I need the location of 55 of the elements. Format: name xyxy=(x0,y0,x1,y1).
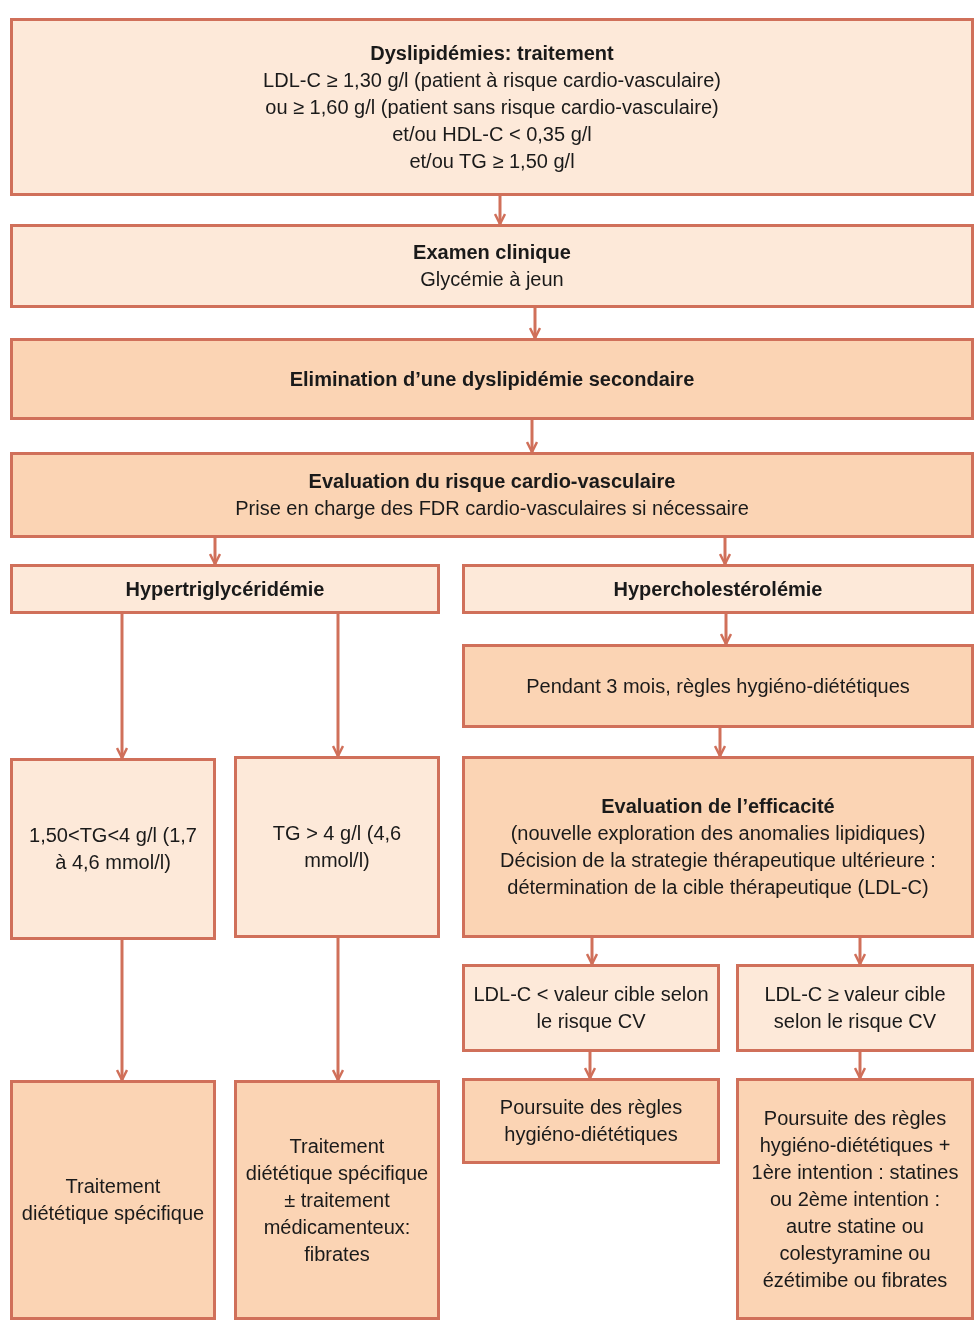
box-heading: Evaluation du risque cardio-vasculaire xyxy=(308,469,676,494)
arrow xyxy=(208,538,222,566)
treatment-box xyxy=(462,1078,720,1164)
condition-box xyxy=(10,758,216,940)
box-text: Décision de la strategie thérapeutique ultérieure : détermination de la cible thérapeutique (LDL-C) xyxy=(499,848,937,900)
process-box xyxy=(10,224,974,308)
arrow xyxy=(525,420,539,454)
condition-box xyxy=(234,756,440,938)
arrow xyxy=(331,938,345,1082)
box-text: (nouvelle exploration des anomalies lipidiques) xyxy=(510,821,926,846)
box-text: Prise en charge des FDR cardio-vasculaires si nécessaire xyxy=(235,496,749,521)
box-text: LDL-C < valeur cible selon le risque CV xyxy=(473,982,709,1034)
box-text: ou ≥ 1,60 g/l (patient sans risque cardio-vasculaire) xyxy=(265,94,719,120)
arrow xyxy=(115,614,129,760)
box-heading: Hypertriglycéridémie xyxy=(125,576,325,602)
arrow xyxy=(493,196,507,226)
arrow xyxy=(585,938,599,966)
treatment-box xyxy=(10,1080,216,1320)
category-box xyxy=(462,564,974,614)
arrow xyxy=(713,728,727,758)
box-text: Traitement diététique spécifique xyxy=(21,1174,205,1226)
process-box xyxy=(10,452,974,538)
arrow xyxy=(853,1052,867,1080)
box-text: 1,50<TG<4 g/l (1,7 à 4,6 mmol/l) xyxy=(28,823,198,875)
box-text: et/ou TG ≥ 1,50 g/l xyxy=(409,148,575,174)
arrow xyxy=(528,308,542,340)
category-box xyxy=(10,564,440,614)
box-text: LDL-C ≥ valeur cible selon le risque CV xyxy=(763,982,947,1034)
process-box xyxy=(10,18,974,196)
box-heading: Hypercholestérolémie xyxy=(613,576,823,602)
box-text: LDL-C ≥ 1,30 g/l (patient à risque cardio-vasculaire) xyxy=(263,67,721,93)
box-heading: Dyslipidémies: traitement xyxy=(370,40,614,66)
arrow xyxy=(115,940,129,1082)
box-text: Poursuite des règles hygiéno-diététiques xyxy=(498,1095,684,1147)
condition-box xyxy=(462,964,720,1052)
condition-box xyxy=(736,964,974,1052)
arrow xyxy=(853,938,867,966)
box-text: Pendant 3 mois, règles hygiéno-diététiques xyxy=(526,673,910,699)
box-heading: Examen clinique xyxy=(413,240,571,265)
box-text: Traitement diététique spécifique ± traitement médicamenteux: fibrates xyxy=(245,1133,429,1267)
arrow xyxy=(583,1052,597,1080)
process-box xyxy=(462,756,974,938)
arrow xyxy=(331,614,345,758)
process-box xyxy=(462,644,974,728)
arrow xyxy=(718,538,732,566)
treatment-box xyxy=(736,1078,974,1320)
box-heading: Evaluation de l’efficacité xyxy=(601,794,835,819)
box-text: et/ou HDL-C < 0,35 g/l xyxy=(392,121,592,147)
box-text: Glycémie à jeun xyxy=(420,267,564,292)
arrow xyxy=(719,614,733,646)
box-text: Poursuite des règles hygiéno-diététiques + 1ère intention : statines ou 2ème intention : autre statine ou colestyramine ou ézétimibe ou fibrates xyxy=(750,1105,960,1293)
box-heading: Elimination d’une dyslipidémie secondaire xyxy=(289,366,695,392)
box-text: TG > 4 g/l (4,6 mmol/l) xyxy=(271,821,403,873)
process-box xyxy=(10,338,974,420)
treatment-box xyxy=(234,1080,440,1320)
